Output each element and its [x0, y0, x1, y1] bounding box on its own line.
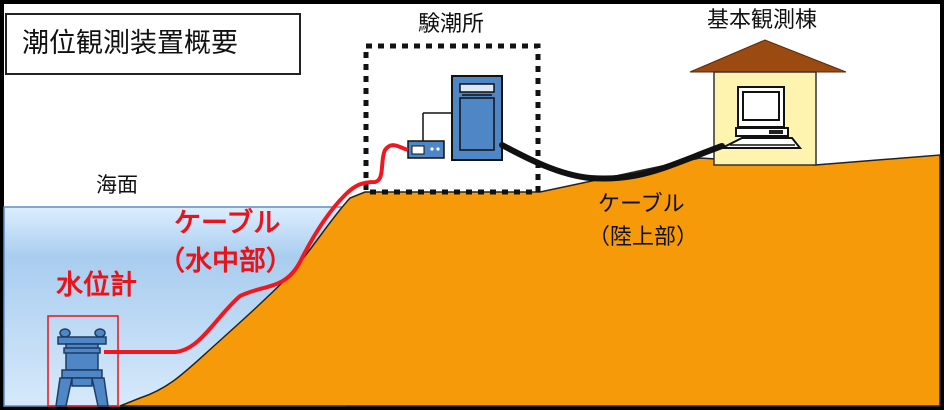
sea-surface-label: 海面 — [96, 173, 138, 197]
underwater-cable-label-line1: ケーブル — [174, 208, 281, 239]
land-cable — [499, 142, 725, 182]
underwater-cable-label-line2: （水中部） — [158, 246, 293, 277]
data-cabinet-icon — [451, 75, 503, 161]
title-box — [5, 13, 301, 75]
land-cable-label-line2: （陸上部） — [588, 225, 699, 250]
main-building-label: 基本観測棟 — [707, 8, 818, 33]
tide-station-label: 験潮所 — [418, 12, 485, 37]
ground — [119, 154, 941, 407]
water-level-gauge-label: 水位計 — [56, 270, 137, 301]
water-level-gauge-icon — [55, 328, 109, 407]
water-level-gauge-frame — [47, 315, 119, 407]
computer-icon — [721, 86, 803, 149]
diagram-title: 潮位観測装置概要 — [22, 28, 238, 59]
underwater-cable — [104, 143, 409, 354]
tide-station-enclosure — [363, 43, 541, 195]
land-cable-label-line1: ケーブル — [598, 192, 685, 217]
